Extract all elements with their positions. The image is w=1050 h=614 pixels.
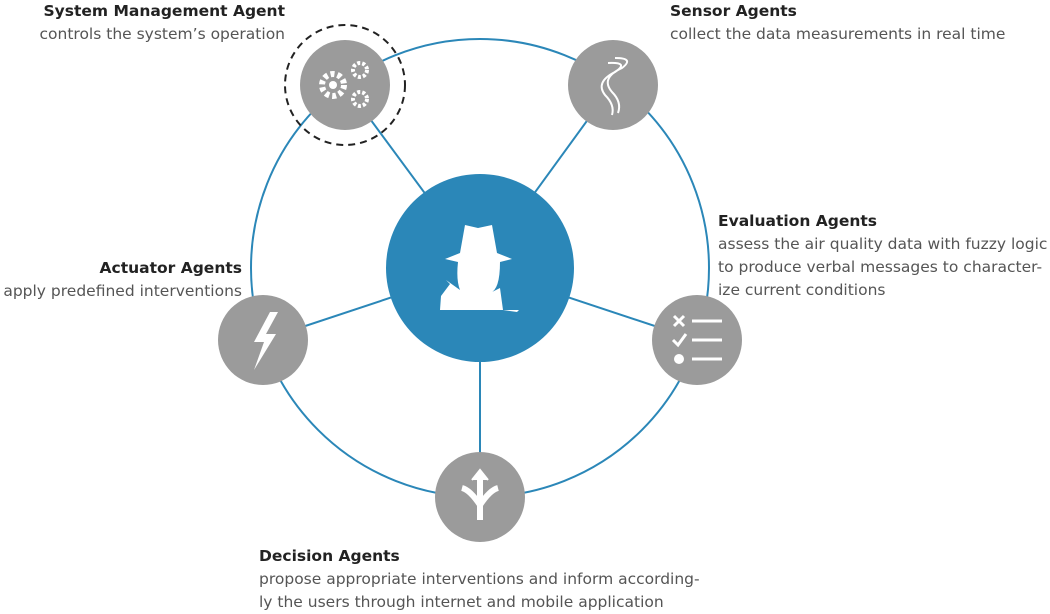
agent-desc: propose appropriate interventions and in…: [259, 570, 700, 588]
checklist-icon: [671, 314, 722, 364]
agent-desc: assess the air quality data with fuzzy l…: [718, 235, 1048, 253]
agent-desc: collect the data measurements in real ti…: [670, 25, 1006, 43]
split-arrows-icon: [461, 468, 499, 520]
label-actuator: Actuator Agents apply predefined interve…: [3, 257, 242, 303]
agent-desc: ize current conditions: [718, 281, 886, 299]
spy-icon: [440, 225, 519, 312]
agent-desc: ly the users through internet and mobile…: [259, 593, 664, 611]
agent-desc: to produce verbal messages to character-: [718, 258, 1043, 276]
label-evaluation: Evaluation Agents assess the air quality…: [718, 210, 1047, 302]
agent-title: Evaluation Agents: [718, 212, 878, 230]
label-system-management: System Management Agent controls the sys…: [40, 0, 285, 46]
node-sensor[interactable]: [568, 40, 658, 130]
agent-title: Decision Agents: [259, 547, 400, 565]
agent-title: Actuator Agents: [99, 259, 242, 277]
label-decision: Decision Agents propose appropriate inte…: [259, 545, 700, 614]
lightning-icon: [254, 312, 278, 370]
agent-title: System Management Agent: [43, 2, 286, 20]
gears-icon: [319, 61, 369, 108]
agent-desc: apply predefined interventions: [3, 282, 242, 300]
agent-title: Sensor Agents: [670, 2, 797, 20]
agent-desc: controls the system’s operation: [39, 25, 285, 43]
selected-ring: [284, 24, 406, 146]
smoke-icon: [600, 57, 629, 116]
label-sensor: Sensor Agents collect the data measureme…: [670, 0, 1005, 46]
